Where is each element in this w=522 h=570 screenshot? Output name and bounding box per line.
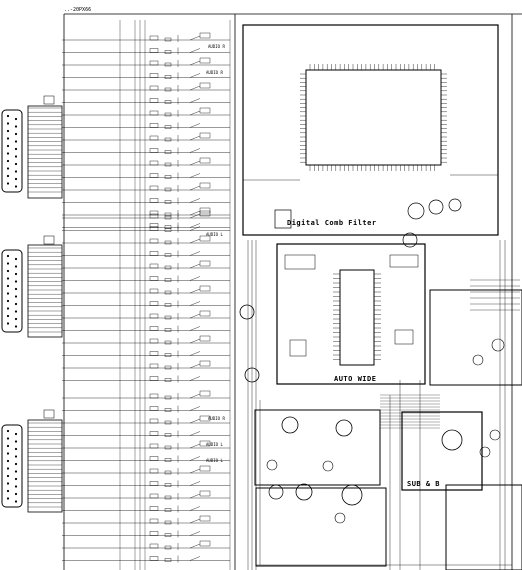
scart-connector-2 xyxy=(1,235,63,338)
sub-b-block: SUB & B xyxy=(401,411,483,491)
comb-filter-title: Digital Comb Filter xyxy=(287,219,377,227)
sub-b-title: SUB & B xyxy=(407,480,440,488)
sheet-reference: ..-20PX66 xyxy=(64,7,91,13)
signal-audio-l-2: AUDIO L xyxy=(206,442,223,447)
circuit-traces xyxy=(6,20,520,570)
auto-wide-title: AUTO WIDE xyxy=(334,375,376,383)
scart-connector-1 xyxy=(1,95,63,199)
signal-audio-l-1: AUDIO L xyxy=(206,232,223,237)
comb-filter-block: Digital Comb Filter xyxy=(242,24,499,236)
signal-audio-r-3: AUDIO R xyxy=(208,416,225,421)
signal-audio-l-3: AUDIO L xyxy=(206,458,223,463)
signal-audio-r-1: AUDIO R xyxy=(208,44,225,49)
scart-connector-3 xyxy=(1,409,63,513)
sub-boards xyxy=(254,289,522,570)
auto-wide-block: AUTO WIDE xyxy=(276,243,426,385)
signal-audio-r-2: AUDIO R xyxy=(206,70,223,75)
